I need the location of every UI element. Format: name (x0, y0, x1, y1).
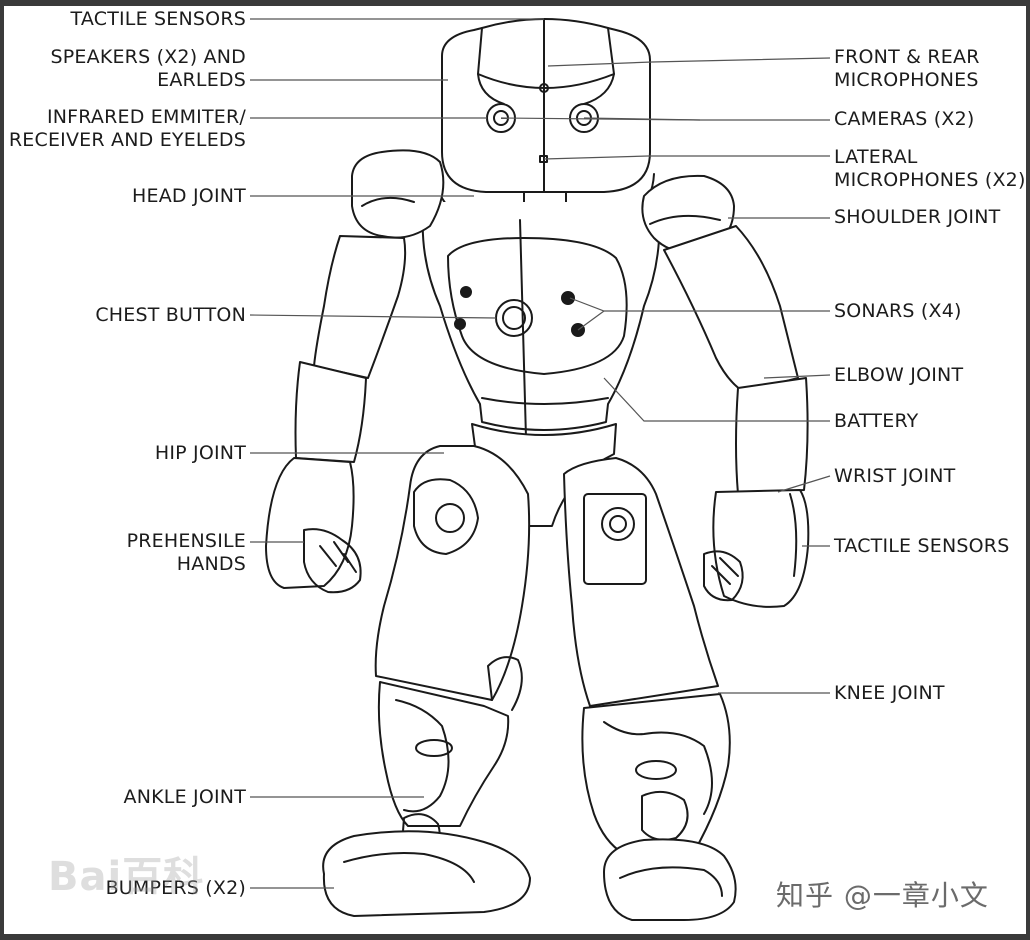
label-shoulder-joint: SHOULDER JOINT (834, 206, 1001, 228)
robot-left-arm (265, 149, 445, 594)
label-hip-joint: HIP JOINT (154, 442, 246, 464)
label-knee-joint: KNEE JOINT (834, 682, 945, 704)
leader-lines (249, 18, 831, 889)
label-elbow-joint: ELBOW JOINT (834, 364, 964, 386)
label-cameras: CAMERAS (X2) (834, 108, 975, 130)
label-speakers: SPEAKERS (X2) AND EARLEDS (50, 46, 246, 91)
robot-drawing (249, 18, 831, 921)
label-battery: BATTERY (834, 410, 919, 432)
robot-legs (322, 445, 737, 921)
label-ankle-joint: ANKLE JOINT (123, 786, 246, 808)
label-tactile-sensors-hand: TACTILE SENSORS (834, 535, 1010, 557)
label-front-rear-microphones: FRONT & REAR MICROPHONES (834, 46, 980, 91)
label-wrist-joint: WRIST JOINT (834, 465, 956, 487)
label-lateral-microphones: LATERAL MICROPHONES (X2) (834, 146, 1026, 191)
label-tactile-sensors-head: TACTILE SENSORS (70, 8, 246, 30)
diagram-frame: TACTILE SENSORS SPEAKERS (X2) AND EARLED… (4, 6, 1026, 934)
label-prehensile-hands: PREHENSILE HANDS (126, 530, 246, 575)
label-head-joint: HEAD JOINT (132, 185, 246, 207)
watermark-baike: Bai百科 (48, 854, 205, 900)
robot-right-arm (641, 174, 810, 608)
label-sonars: SONARS (X4) (834, 300, 962, 322)
label-bumpers: BUMPERS (X2) (105, 877, 246, 899)
label-infrared: INFRARED EMMITER/ RECEIVER AND EYELEDS (8, 106, 246, 151)
label-chest-button: CHEST BUTTON (95, 304, 246, 326)
watermark-zhihu: 知乎 @一章小文 (776, 879, 989, 912)
